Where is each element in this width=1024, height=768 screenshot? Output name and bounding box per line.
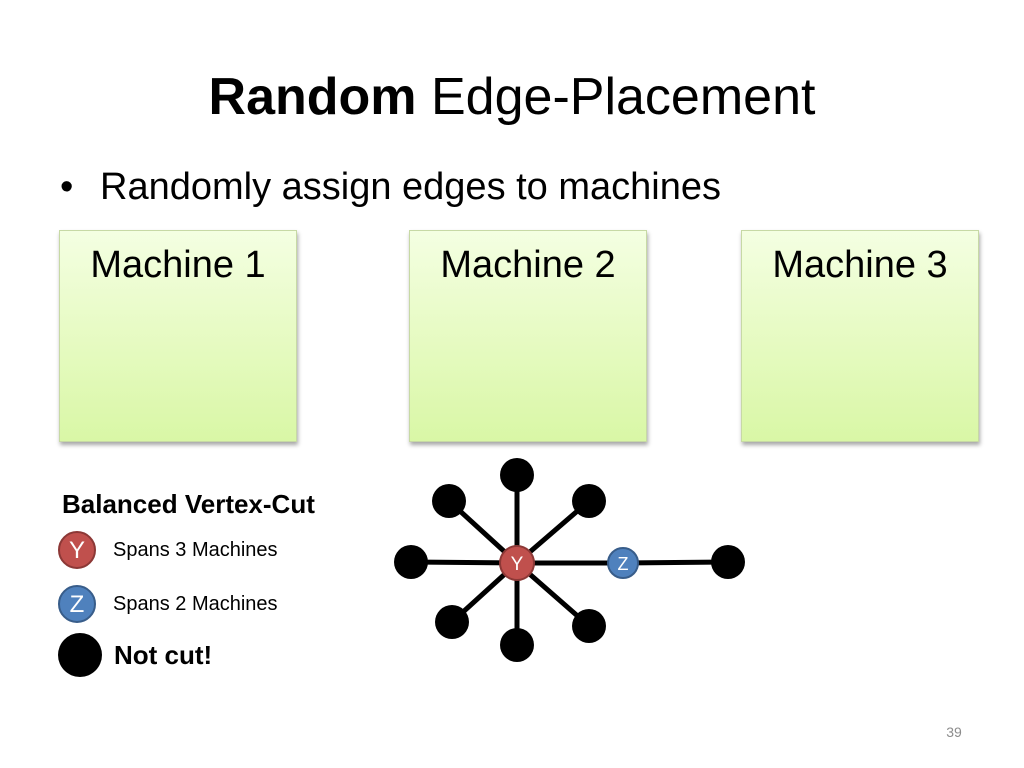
bullet-text: Randomly assign edges to machines — [100, 166, 722, 208]
y-vertex-circle — [499, 545, 535, 581]
slide-title: Random Edge-Placement — [0, 62, 1024, 132]
machine-1-label: Machine 1 — [90, 244, 266, 286]
legend-y-text: Spans 3 Machines — [113, 538, 278, 561]
graph-leaf-vertex — [711, 545, 745, 579]
bullet-point: • Randomly assign edges to machines — [60, 164, 721, 210]
legend-item-not-cut: Not cut! — [58, 633, 212, 677]
page-number: 39 — [946, 724, 962, 740]
legend-black-vertex-icon — [58, 633, 102, 677]
graph-z-vertex: Z — [607, 547, 639, 579]
graph-leaf-vertex — [500, 458, 534, 492]
y-vertex-label: Y — [511, 554, 524, 575]
graph-leaf-vertex — [500, 628, 534, 662]
machine-3-box: Machine 3 — [741, 230, 979, 442]
legend-not-cut-text: Not cut! — [114, 639, 213, 670]
graph-y-vertex: Y — [499, 545, 535, 581]
machine-1-box: Machine 1 — [59, 230, 297, 442]
graph-leaf-vertex — [432, 484, 466, 518]
legend-y-vertex-icon: Y — [58, 531, 96, 569]
z-vertex-label: Z — [618, 554, 629, 574]
slide-title-bold: Random — [208, 68, 417, 126]
legend-item-y: Y Spans 3 Machines — [58, 528, 278, 572]
legend-z-text: Spans 2 Machines — [113, 592, 278, 615]
legend-item-z: Z Spans 2 Machines — [58, 582, 278, 626]
machine-2-label: Machine 2 — [440, 244, 616, 286]
graph-leaf-vertex — [572, 484, 606, 518]
legend-title: Balanced Vertex-Cut — [62, 489, 315, 519]
machine-3-label: Machine 3 — [772, 244, 948, 286]
graph-edge — [620, 559, 731, 566]
graph-leaf-vertices — [394, 458, 745, 662]
machine-2-box: Machine 2 — [409, 230, 647, 442]
slide-title-rest: Edge-Placement — [431, 68, 816, 126]
bullet-dot-icon: • — [60, 166, 74, 208]
graph-leaf-vertex — [572, 609, 606, 643]
graph-leaf-vertex — [394, 545, 428, 579]
graph-leaf-vertex — [435, 605, 469, 639]
legend-z-vertex-icon: Z — [58, 585, 96, 623]
z-vertex-circle — [607, 547, 639, 579]
